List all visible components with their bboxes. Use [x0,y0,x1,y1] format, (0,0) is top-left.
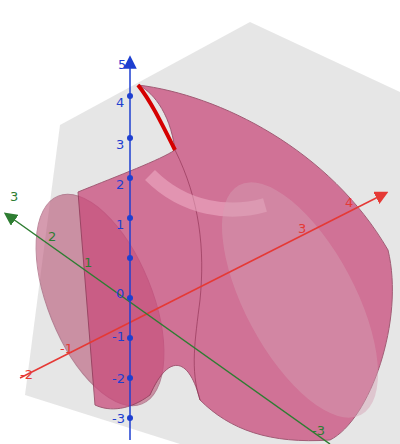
z-tick: 3 [116,138,124,152]
x-tick: 3 [298,222,306,236]
z-tick: -1 [112,330,125,344]
curve [138,85,175,150]
z-tick: 0 [116,287,124,301]
y-tick: 1 [84,256,92,270]
y-tick: 2 [48,230,56,244]
z-tick: -3 [112,412,125,426]
z-tick: 2 [116,178,124,192]
y-axis [6,214,330,444]
z-tick: -2 [112,372,125,386]
x-tick: -2 [20,368,33,382]
x-tick: 4 [345,196,353,210]
x-axis [20,193,386,378]
z-axis [129,58,131,440]
y-tick: -3 [312,424,325,438]
z-tick: 4 [116,96,124,110]
x-tick: -1 [60,342,73,356]
z-tick: 5 [118,58,126,72]
waist-line [175,150,202,400]
y-tick: 3 [10,190,18,204]
z-tick: 1 [116,218,124,232]
